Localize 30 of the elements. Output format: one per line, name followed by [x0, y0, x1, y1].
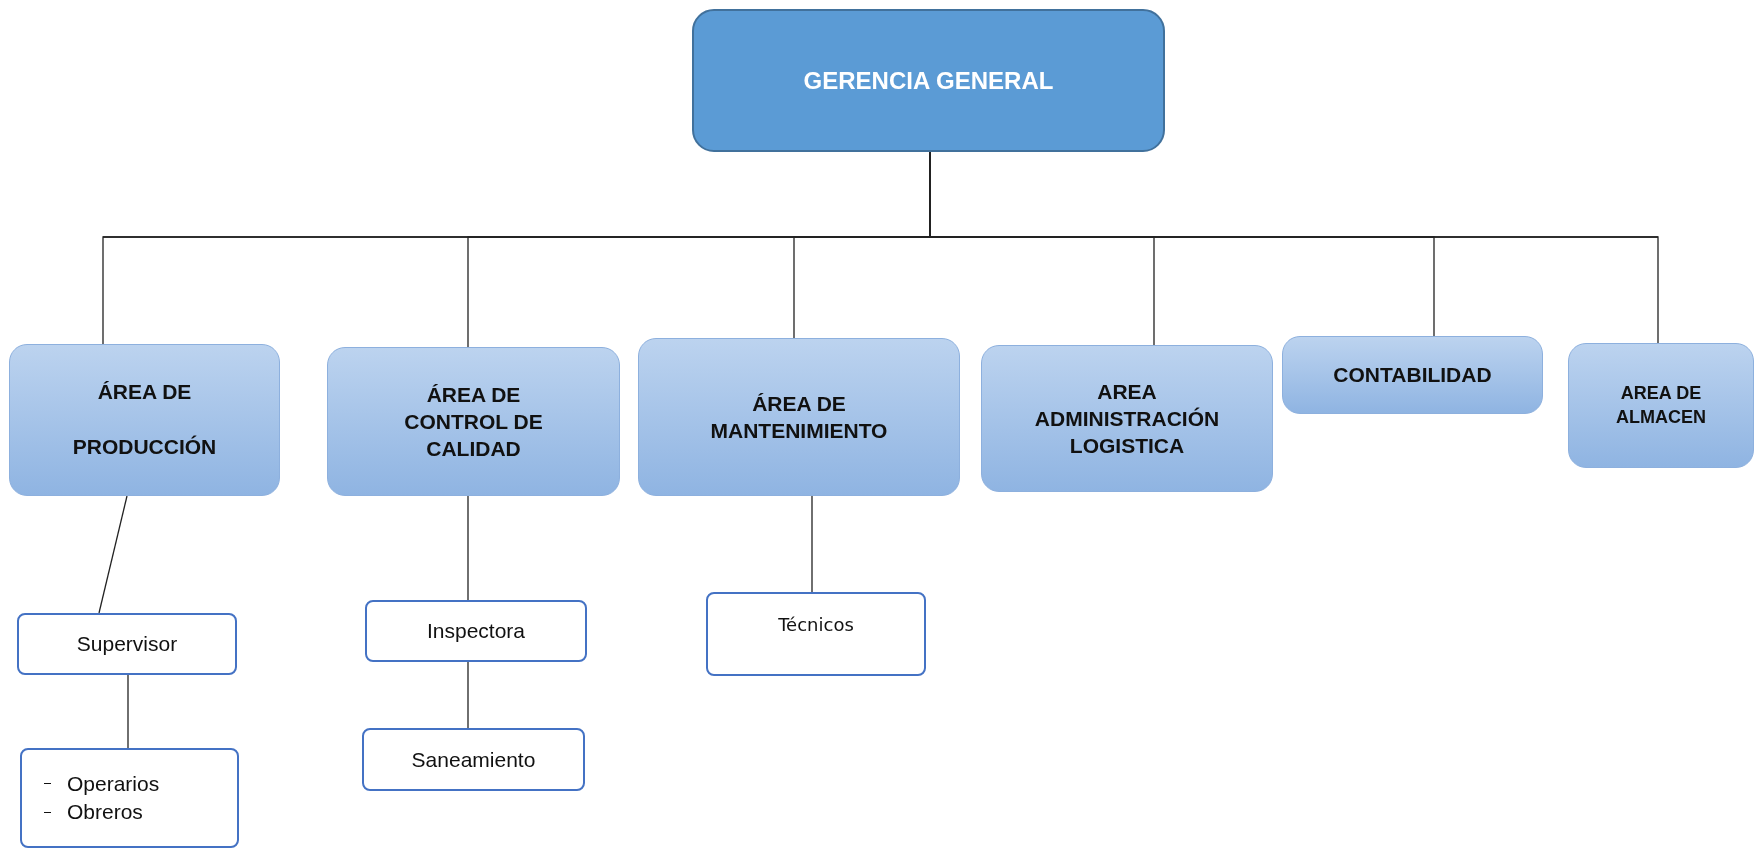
position-name: Saneamiento — [411, 747, 536, 772]
department-box — [1568, 343, 1754, 468]
department-name: ÁREA DE MANTENIMIENTO — [709, 390, 889, 444]
org-chart-box — [692, 9, 1165, 152]
department-box — [327, 347, 620, 496]
position-box — [362, 728, 585, 791]
department-box — [9, 344, 280, 496]
department-name: CONTABILIDAD — [1333, 362, 1492, 389]
position-name: Supervisor — [76, 632, 178, 656]
department-name: AREA ADMINISTRACIÓN LOGISTICA — [1033, 378, 1221, 460]
position-box — [706, 592, 926, 676]
connector-line — [811, 495, 813, 593]
position-name: Técnicos — [778, 614, 854, 635]
department-box — [638, 338, 960, 496]
position-box — [17, 613, 237, 675]
department-name: ÁREA DE CONTROL DE CALIDAD — [403, 381, 544, 463]
department-box — [1282, 336, 1543, 414]
list-item: Operarios — [67, 770, 160, 797]
position-name: Inspectora — [426, 619, 526, 643]
department-name: AREA DE ALMACEN — [1615, 382, 1707, 429]
connector-line — [467, 661, 469, 729]
connector-line — [98, 495, 128, 614]
department-box — [981, 345, 1273, 492]
connector-line — [467, 495, 469, 601]
title-text: GERENCIA GENERAL — [803, 66, 1054, 95]
position-box — [20, 748, 239, 848]
department-name: ÁREA DE PRODUCCIÓN — [71, 379, 218, 460]
connector-line — [127, 674, 129, 749]
list-item: Obreros — [67, 799, 143, 825]
position-box — [365, 600, 587, 662]
